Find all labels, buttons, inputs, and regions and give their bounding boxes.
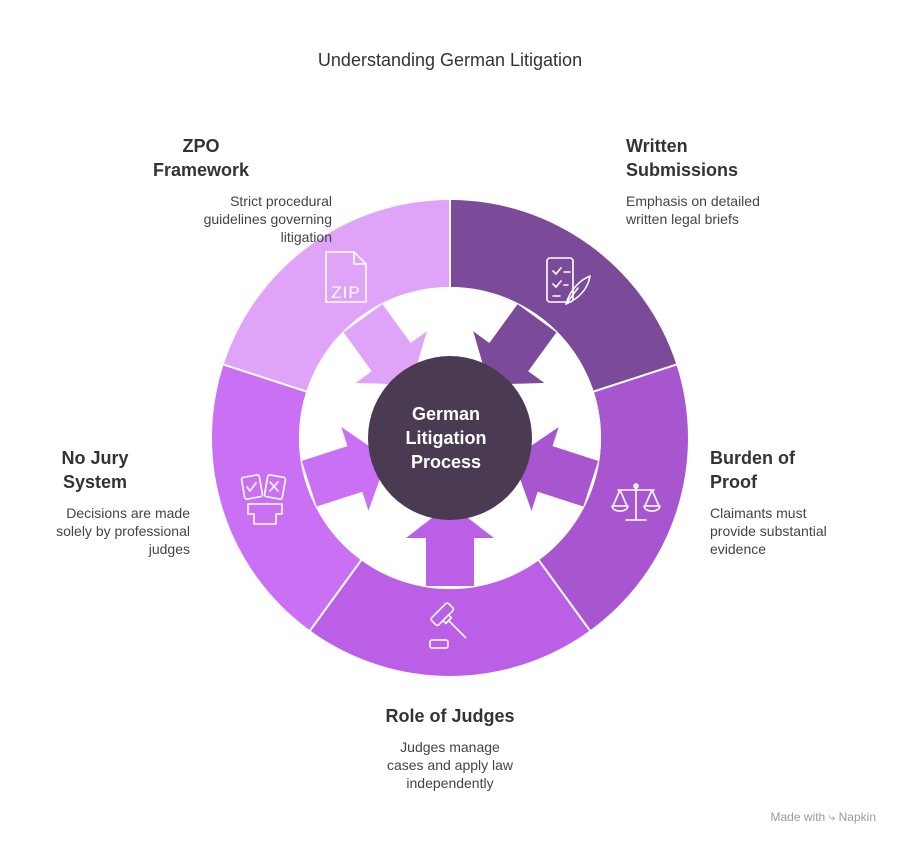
arrow-burden-of-proof [512, 427, 599, 511]
ballot-box-icon [240, 474, 287, 525]
arrow-written-submissions [473, 304, 557, 385]
heading-line: ZPO [182, 136, 220, 156]
segment-no-jury-system [212, 364, 362, 631]
checklist-quill-icon [546, 257, 591, 305]
branding-name: Napkin [838, 810, 876, 824]
arrow-zpo-framework [343, 304, 427, 385]
heading-zpo-framework: ZPO Framework [126, 134, 276, 182]
label-written-submissions: Written Submissions Emphasis on detailed… [626, 134, 826, 228]
description-burden-of-proof: Claimants must provide substantial evide… [710, 505, 827, 557]
label-burden-of-proof: Burden of Proof Claimants must provide s… [710, 446, 860, 558]
arrow-role-of-judges [406, 504, 494, 586]
segment-zpo-framework [223, 200, 450, 392]
center-label-line2: Litigation [405, 428, 487, 448]
heading-line: System [62, 472, 128, 492]
zip-file-icon [325, 251, 367, 303]
heading-burden-of-proof: Burden of Proof [710, 446, 860, 494]
center-label-line3: Process [410, 452, 482, 472]
center-circle [368, 356, 532, 520]
branding: Made with ⤷ Napkin [771, 810, 876, 825]
heading-line: Proof [710, 472, 757, 492]
heading-line: Submissions [626, 160, 739, 180]
heading-line: Framework [152, 160, 250, 180]
napkin-logo-icon: ⤷ [828, 810, 836, 824]
segment-separators [223, 200, 677, 632]
segment-burden-of-proof [538, 364, 688, 631]
center-label-line1: German [411, 404, 481, 424]
description-role-of-judges: Judges manage cases and apply law indepe… [386, 739, 514, 791]
heading-line: No Jury [61, 448, 129, 468]
gavel-icon [429, 602, 467, 649]
segment-written-submissions [450, 200, 677, 392]
heading-written-submissions: Written Submissions [626, 134, 826, 182]
zip-file-icon-text: ZIP [331, 283, 360, 302]
label-zpo-framework: ZPO Framework Strict procedural guidelin… [56, 134, 332, 246]
heading-no-jury-system: No Jury System [40, 446, 150, 494]
diagram-title: Understanding German Litigation [317, 50, 583, 70]
label-no-jury-system: No Jury System Decisions are made solely… [40, 446, 190, 558]
label-role-of-judges: Role of Judges Judges manage cases and a… [340, 704, 560, 792]
description-no-jury-system: Decisions are made solely by professiona… [56, 505, 190, 557]
arrow-no-jury-system [301, 427, 388, 511]
center-label: German Litigation Process [370, 402, 522, 474]
scales-icon [611, 483, 661, 521]
branding-prefix: Made with [770, 810, 826, 824]
description-zpo-framework: Strict procedural guidelines governing l… [203, 193, 332, 245]
heading-role-of-judges: Role of Judges [385, 706, 515, 726]
heading-line: Burden of [710, 448, 795, 468]
heading-line: Written [626, 136, 688, 156]
description-written-submissions: Emphasis on detailed written legal brief… [626, 193, 760, 227]
